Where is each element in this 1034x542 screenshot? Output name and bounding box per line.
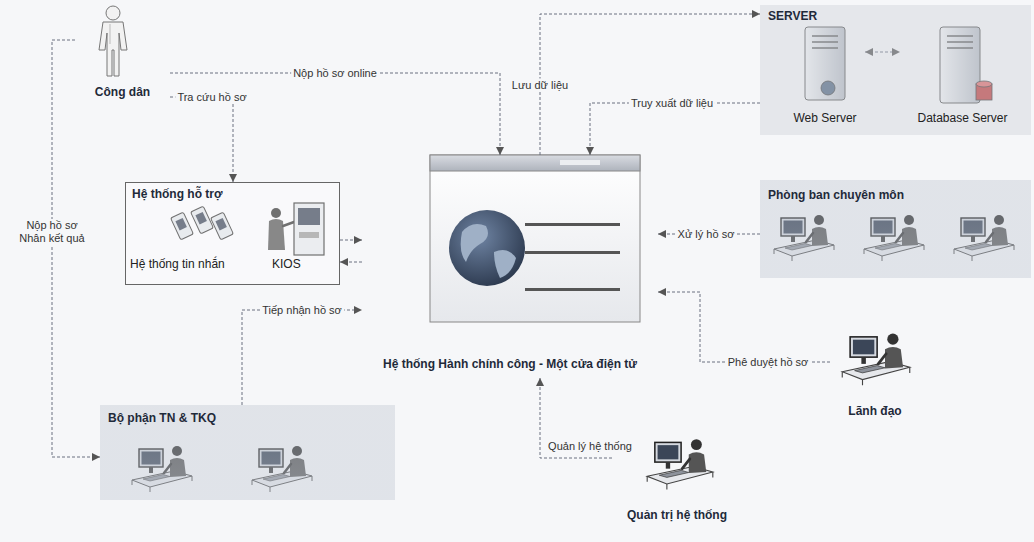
node-title: Web Server xyxy=(793,111,856,125)
edge-label: Lưu dữ liệu xyxy=(510,79,570,92)
node-title: Công dân xyxy=(95,85,150,99)
department-panel: Phòng ban chuyên môn xyxy=(760,180,1031,278)
edge-label: Nộp hồ sơ online xyxy=(291,67,379,80)
actor-figure: Công dân xyxy=(75,3,170,103)
edge-label: Quản lý hệ thống xyxy=(546,440,634,453)
server-tower: Database Server xyxy=(900,25,1025,131)
server-panel: SERVER Web Server Database Server xyxy=(760,5,1031,135)
support-box: Hệ thống hỗ trợ Hệ thống tin nhắn KIOS xyxy=(125,182,340,285)
node-title: Database Server xyxy=(917,111,1007,125)
connector xyxy=(540,14,760,155)
edge-label: Xử lý hồ sơ xyxy=(676,228,737,241)
connector xyxy=(340,262,362,263)
node-title: Quản trị hệ thống xyxy=(627,508,727,522)
connector xyxy=(658,292,830,362)
system-window: Hệ thống Hành chính công - Một cửa điện … xyxy=(362,155,658,378)
reception-panel: Bộ phận TN & TKQ xyxy=(100,405,395,500)
node-title: Lãnh đạo xyxy=(848,404,901,418)
node-title: Phòng ban chuyên môn xyxy=(768,188,904,202)
connector xyxy=(340,240,362,241)
connector xyxy=(170,97,233,182)
node-title: Hệ thống Hành chính công - Một cửa điện … xyxy=(383,357,637,371)
edge-label: Truy xuất dữ liệu xyxy=(629,97,715,110)
actor-figure: Lãnh đạo xyxy=(830,318,920,422)
connector xyxy=(170,73,500,155)
node-title: Hệ thống hỗ trợ xyxy=(132,187,223,201)
connector xyxy=(590,103,760,155)
edge-label: Nộp hồ sơ Nhân kết quả xyxy=(16,219,88,245)
connector xyxy=(242,310,362,405)
connector xyxy=(52,40,100,457)
server-tower: Web Server xyxy=(785,25,865,131)
edge-label: Phê duyệt hồ sơ xyxy=(726,356,811,369)
node-text: KIOS xyxy=(272,257,301,271)
node-title: Bộ phận TN & TKQ xyxy=(108,411,216,425)
edge-label: Tiếp nhận hồ sơ xyxy=(260,304,344,317)
node-title: SERVER xyxy=(768,9,817,23)
node-text: Hệ thống tin nhắn xyxy=(130,257,225,271)
edge-label: Tra cứu hồ sơ xyxy=(175,91,248,104)
